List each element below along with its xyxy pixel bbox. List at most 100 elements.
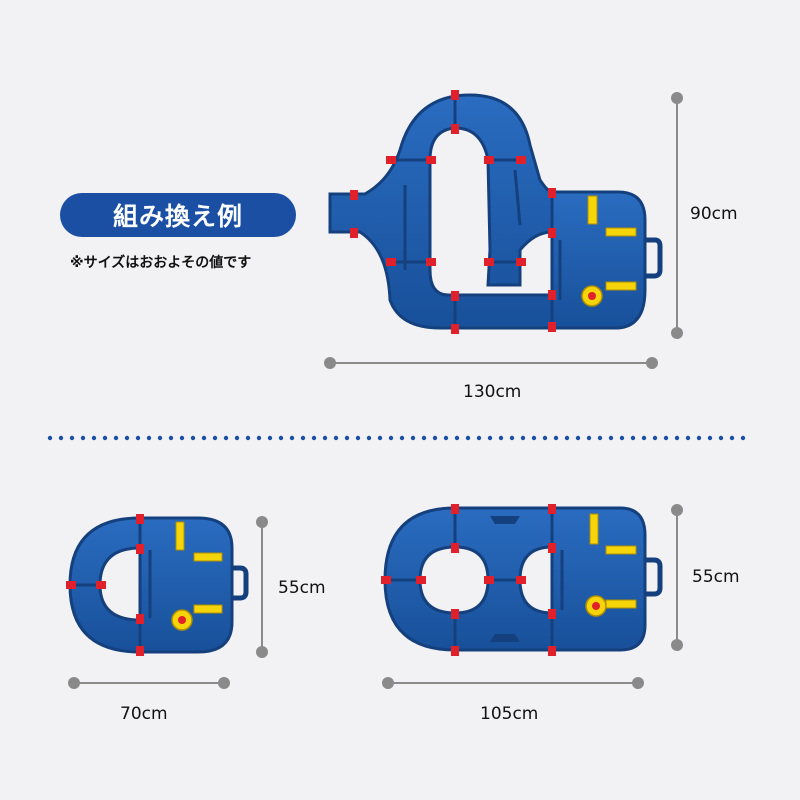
small-yellow-gate-3 bbox=[193, 604, 223, 614]
large-yellow-gate-2 bbox=[605, 227, 637, 237]
divider-dot bbox=[476, 435, 482, 441]
large-channel-groove bbox=[403, 169, 562, 300]
divider-dot bbox=[421, 435, 427, 441]
divider-dot bbox=[91, 435, 97, 441]
large-handle bbox=[645, 237, 663, 279]
divider-dot bbox=[157, 435, 163, 441]
divider-dot bbox=[344, 435, 350, 441]
divider-dot bbox=[311, 435, 317, 441]
small-height-label: 55cm bbox=[278, 578, 326, 598]
size-note: ※サイズはおおよその値です bbox=[70, 255, 252, 271]
divider-dot bbox=[531, 435, 537, 441]
medium-configuration bbox=[381, 504, 683, 689]
divider-dot bbox=[575, 435, 581, 441]
divider-dot bbox=[388, 435, 394, 441]
divider-dot bbox=[597, 435, 603, 441]
small-yellow-gate-2 bbox=[193, 552, 223, 562]
divider-dot bbox=[234, 435, 240, 441]
divider-dot bbox=[740, 435, 746, 441]
divider-dot bbox=[564, 435, 570, 441]
divider-dot bbox=[124, 435, 130, 441]
medium-red-clips bbox=[381, 504, 556, 656]
divider-dot bbox=[256, 435, 262, 441]
divider-dot bbox=[641, 435, 647, 441]
divider-dot bbox=[718, 435, 724, 441]
medium-yellow-gate-1 bbox=[589, 513, 599, 545]
large-configuration bbox=[324, 90, 683, 369]
divider-dot bbox=[685, 435, 691, 441]
medium-width-measure bbox=[382, 677, 644, 689]
small-width-label: 70cm bbox=[120, 704, 168, 724]
divider-dot bbox=[146, 435, 152, 441]
small-yellow-gate-1 bbox=[175, 521, 185, 551]
divider-dot bbox=[201, 435, 207, 441]
small-lock-center bbox=[178, 616, 186, 624]
divider-dot bbox=[542, 435, 548, 441]
divider-dot bbox=[267, 435, 273, 441]
divider-dot bbox=[729, 435, 735, 441]
small-red-clips bbox=[66, 514, 144, 656]
large-lake-tray bbox=[550, 190, 647, 330]
medium-yellow-gate-2 bbox=[605, 545, 637, 555]
medium-handle bbox=[645, 557, 663, 597]
variant-badge: 組み換え例 bbox=[60, 193, 296, 237]
divider-dot bbox=[168, 435, 174, 441]
divider-dot bbox=[58, 435, 64, 441]
divider-dot bbox=[212, 435, 218, 441]
section-divider bbox=[47, 435, 746, 441]
large-red-clips bbox=[350, 90, 556, 334]
divider-dot bbox=[377, 435, 383, 441]
large-lock-center bbox=[588, 292, 596, 300]
divider-dot bbox=[223, 435, 229, 441]
large-yellow-gate-1 bbox=[587, 195, 598, 225]
large-height-label: 90cm bbox=[690, 204, 738, 224]
divider-dot bbox=[608, 435, 614, 441]
divider-dot bbox=[47, 435, 53, 441]
divider-dot bbox=[498, 435, 504, 441]
medium-yellow-gate-3 bbox=[605, 599, 637, 609]
large-channel-loop bbox=[328, 93, 554, 330]
divider-dot bbox=[278, 435, 284, 441]
divider-dot bbox=[102, 435, 108, 441]
divider-dot bbox=[300, 435, 306, 441]
divider-dot bbox=[553, 435, 559, 441]
divider-dot bbox=[135, 435, 141, 441]
divider-dot bbox=[80, 435, 86, 441]
small-configuration bbox=[66, 514, 268, 689]
large-yellow-gate-3 bbox=[605, 281, 637, 291]
divider-dot bbox=[696, 435, 702, 441]
divider-dot bbox=[410, 435, 416, 441]
divider-dot bbox=[652, 435, 658, 441]
divider-dot bbox=[520, 435, 526, 441]
large-height-measure bbox=[671, 92, 683, 339]
divider-dot bbox=[663, 435, 669, 441]
divider-dot bbox=[630, 435, 636, 441]
divider-dot bbox=[619, 435, 625, 441]
medium-lock-center bbox=[592, 602, 600, 610]
divider-dot bbox=[289, 435, 295, 441]
divider-dot bbox=[322, 435, 328, 441]
divider-dot bbox=[355, 435, 361, 441]
divider-dot bbox=[465, 435, 471, 441]
small-height-measure bbox=[256, 516, 268, 658]
small-handle bbox=[232, 565, 249, 601]
divider-dot bbox=[245, 435, 251, 441]
divider-dot bbox=[432, 435, 438, 441]
divider-dot bbox=[509, 435, 515, 441]
divider-dot bbox=[69, 435, 75, 441]
divider-dot bbox=[366, 435, 372, 441]
divider-dot bbox=[707, 435, 713, 441]
medium-height-measure bbox=[671, 504, 683, 651]
medium-joints bbox=[385, 508, 564, 650]
divider-dot bbox=[443, 435, 449, 441]
medium-width-label: 105cm bbox=[480, 704, 539, 724]
large-width-label: 130cm bbox=[463, 382, 522, 402]
divider-dot bbox=[333, 435, 339, 441]
divider-dot bbox=[113, 435, 119, 441]
divider-dot bbox=[454, 435, 460, 441]
small-width-measure bbox=[68, 677, 230, 689]
divider-dot bbox=[674, 435, 680, 441]
divider-dot bbox=[586, 435, 592, 441]
divider-dot bbox=[179, 435, 185, 441]
